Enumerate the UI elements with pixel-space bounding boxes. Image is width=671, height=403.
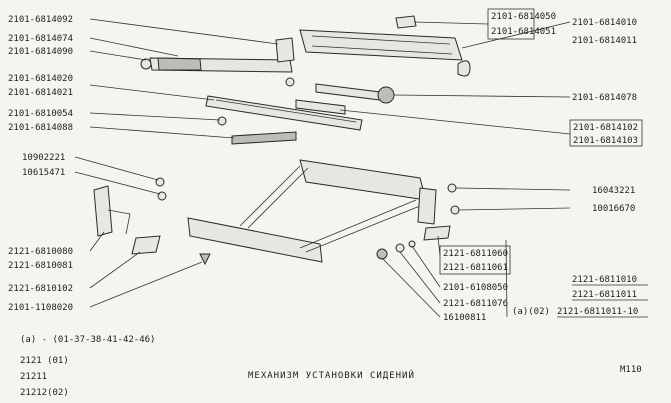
part-label: 16043221 <box>592 186 635 196</box>
rear-nut-shape <box>450 205 460 215</box>
part-label: (a)(02) <box>512 307 550 317</box>
handle-end-knob <box>140 58 152 70</box>
screw-shaft-shape <box>315 83 381 101</box>
latch-plate-shape <box>295 99 346 115</box>
lower-rail-assembly <box>205 95 363 145</box>
lever-plate-shape <box>93 185 113 237</box>
small-parts <box>93 177 460 266</box>
part-label: 2121-6811010 <box>572 275 637 285</box>
frame-left-tube <box>239 165 301 227</box>
part-label: 2101-6814011 <box>572 36 637 46</box>
rear-bracket-shape <box>423 225 451 241</box>
part-label: 2121-6810080 <box>8 247 73 257</box>
part-label: 2101-6814090 <box>8 47 73 57</box>
part-label: 2101-6814051 <box>491 27 556 37</box>
part-label: 2101-6814088 <box>8 123 73 133</box>
group-box-6811060 <box>439 245 511 275</box>
screw-head-shape <box>377 86 395 104</box>
rail-screw-shape <box>217 116 227 126</box>
variant-line: 21211 <box>20 372 47 382</box>
part-label: 2101-6810054 <box>8 109 73 119</box>
bushing-shape <box>376 248 388 260</box>
rail-spacer-shape <box>231 131 297 145</box>
spring-clip-shape <box>395 15 417 29</box>
frame-front-bar <box>187 217 323 263</box>
rear-bolt-shape <box>447 183 457 193</box>
rail-handle-assembly <box>140 37 295 87</box>
bracket-shape <box>131 235 161 255</box>
part-label: 2121-6811060 <box>443 249 508 259</box>
variant-line: 21212(02) <box>20 388 69 398</box>
small-washer-shape <box>408 240 416 248</box>
group-box-6814102 <box>569 119 643 147</box>
part-label: 2101-6814050 <box>491 12 556 22</box>
part-label: 2121-6811011 <box>572 290 637 300</box>
part-label: 2101-6814103 <box>573 136 638 146</box>
frame-cross-tube-2 <box>305 205 421 253</box>
group-box-6814050 <box>487 8 535 40</box>
handle-sleeve-shape <box>157 57 202 71</box>
handle-clip-shape <box>275 37 295 63</box>
applicability-footnote: (a) - (01-37-38-41-42-46) <box>20 335 155 345</box>
part-label: 2121-6811076 <box>443 299 508 309</box>
part-label: 10016670 <box>592 204 635 214</box>
lower-rail-edge <box>215 99 357 123</box>
frame-side-bracket <box>417 187 437 225</box>
lever-arm-shape <box>107 209 131 235</box>
upper-rail-groove-2 <box>311 45 453 55</box>
handle-pin-shape <box>285 77 295 87</box>
seat-frame-assembly <box>187 159 437 263</box>
part-label: 2101-6814010 <box>572 18 637 28</box>
frame-rear-bar <box>299 159 427 201</box>
upper-rail-groove <box>311 35 451 45</box>
part-label: 2101-6814078 <box>572 93 637 103</box>
frame-left-tube-2 <box>247 167 309 229</box>
washer-shape <box>157 191 167 201</box>
frame-cross-tube <box>299 199 417 249</box>
leader-lines <box>74 18 571 318</box>
bolt-shape <box>155 177 165 187</box>
adjuster-screw-assembly <box>295 83 395 115</box>
part-label: 10902221 <box>22 153 65 163</box>
upper-rail-assembly <box>299 15 471 77</box>
part-labels-right: 2101-6814050 2101-6814051 2101-6814010 2… <box>443 12 648 323</box>
part-label: 16100811 <box>443 313 486 323</box>
part-label: 2101-6814074 <box>8 34 73 44</box>
part-label: 2121-6810081 <box>8 261 73 271</box>
part-label: 2101-6814092 <box>8 15 73 25</box>
diagram-title: МЕХАНИЗМ УСТАНОВКИ СИДЕНИЙ <box>248 369 415 381</box>
part-labels-left: 2101-6814092 2101-6814074 2101-6814090 2… <box>8 15 73 313</box>
spacer-ring-shape <box>395 243 405 253</box>
part-label: 2101-1108020 <box>8 303 73 313</box>
part-label: 2101-6814102 <box>573 123 638 133</box>
upper-rail-shape <box>299 29 463 61</box>
page-code: M110 <box>620 365 642 375</box>
part-label: 2121-6811011-10 <box>557 307 638 317</box>
part-label: 2121-6811061 <box>443 263 508 273</box>
part-label: 2101-6814020 <box>8 74 73 84</box>
rail-hook-shape <box>457 60 471 77</box>
variant-line: 2121 (01) <box>20 356 69 366</box>
part-label: 2121-6810102 <box>8 284 73 294</box>
cap-shape <box>199 253 211 266</box>
part-label: 2101-6814021 <box>8 88 73 98</box>
part-label: 10615471 <box>22 168 65 178</box>
part-label: 2101-6108050 <box>443 283 508 293</box>
